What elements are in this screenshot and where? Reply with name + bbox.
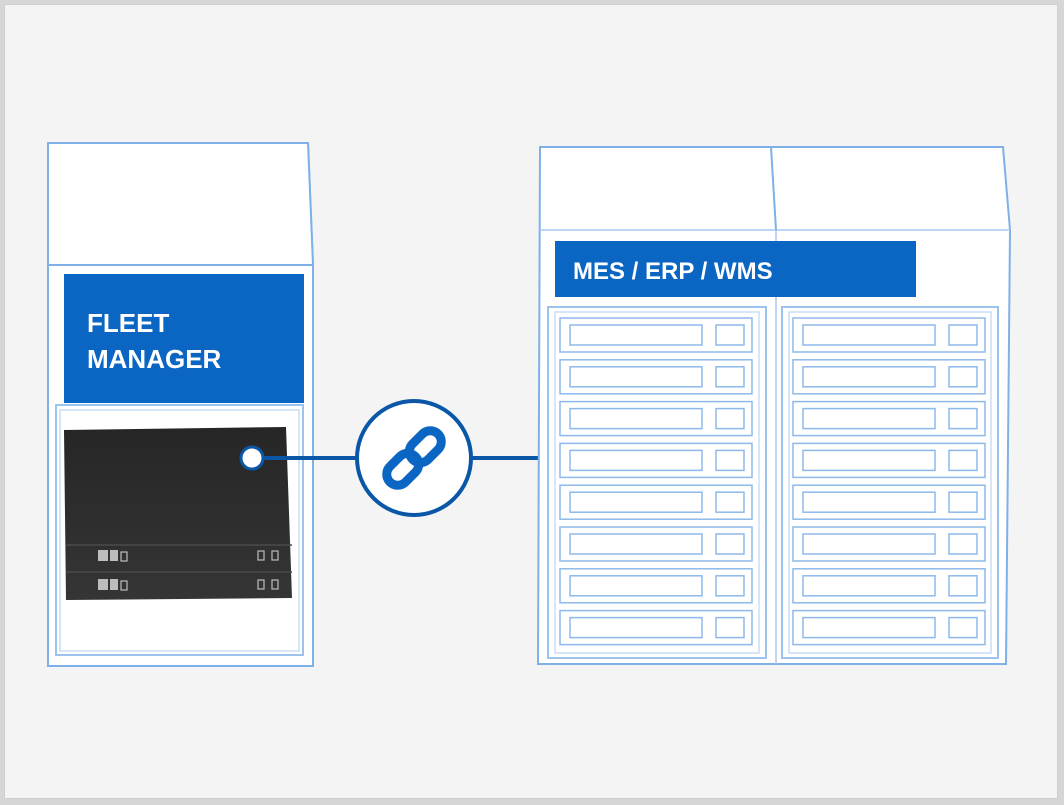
rack-slot — [792, 359, 986, 395]
rack-slot — [792, 609, 986, 646]
rack-slot — [792, 442, 986, 479]
enterprise-systems-cabinet: MES / ERP / WMS — [536, 146, 1012, 665]
rack-slot — [559, 442, 753, 479]
device-port-icons — [98, 550, 279, 591]
rack-slot — [559, 317, 753, 353]
fleet-manager-label-box — [64, 274, 304, 403]
fleet-manager-device — [64, 427, 292, 600]
fleet-manager-label-line2: MANAGER — [87, 344, 222, 374]
rack-slot — [792, 317, 986, 353]
rack-slot — [559, 526, 753, 562]
rack-slot — [559, 359, 753, 395]
fleet-manager-cabinet: FLEET MANAGER — [47, 142, 315, 667]
rack-slot — [559, 568, 753, 604]
fleet-manager-label-line1: FLEET — [87, 308, 169, 338]
enterprise-label-box — [555, 241, 916, 297]
rack-slot — [559, 484, 753, 520]
rack-slot — [559, 400, 753, 437]
rack-slot — [792, 400, 986, 437]
rack-slot — [792, 568, 986, 604]
chain-link-icon — [382, 426, 446, 490]
rack-slot — [559, 609, 753, 646]
server-rack-rows — [559, 317, 986, 646]
enterprise-label: MES / ERP / WMS — [573, 258, 773, 285]
rack-slot — [792, 526, 986, 562]
rack-slot — [792, 484, 986, 520]
fleet-manager-connection-node — [239, 445, 265, 471]
